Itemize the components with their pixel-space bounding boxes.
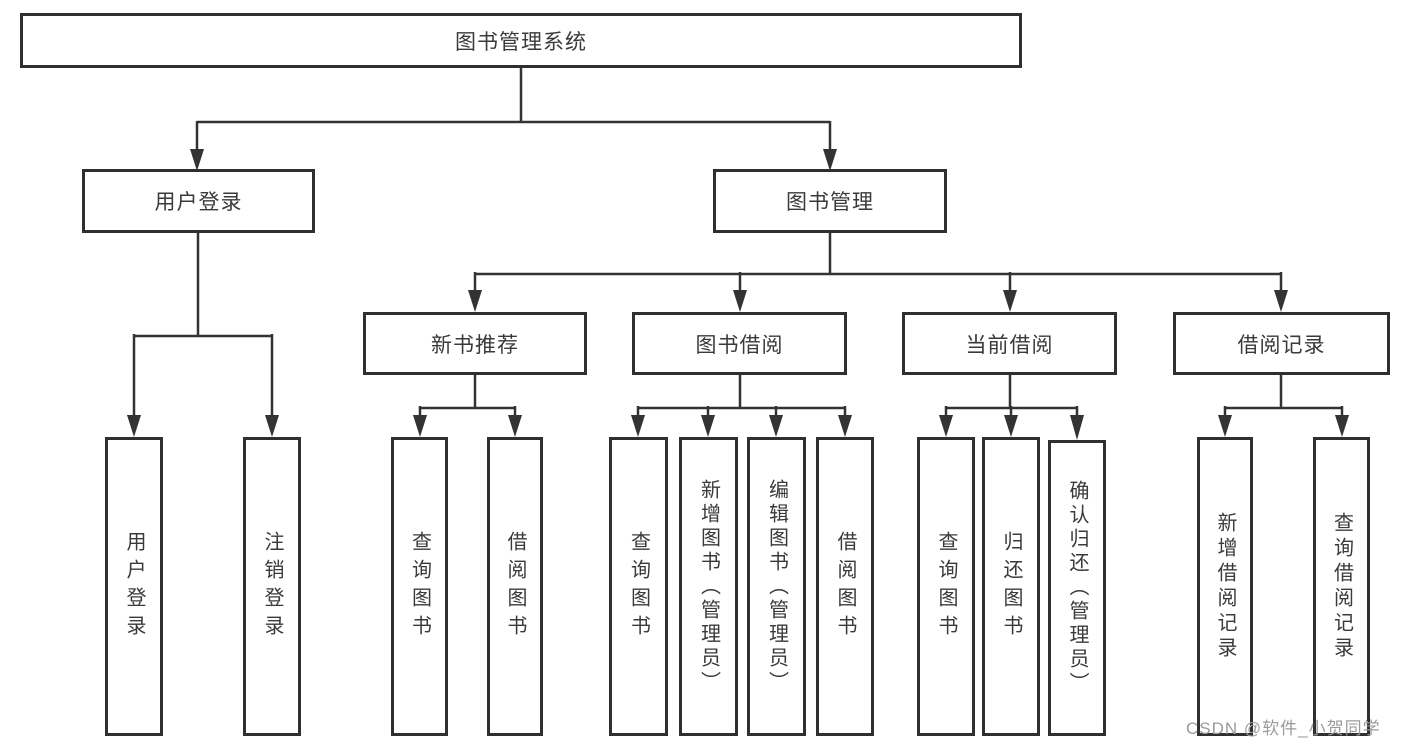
arrowhead-rec-add [1218, 415, 1232, 437]
arrowhead-bw-edit [769, 415, 783, 437]
node-leaf-cb-confirm-return: 确认归还（管理员） [1048, 440, 1106, 736]
arrowhead-current-borrow [1003, 290, 1017, 312]
node-book-borrow: 图书借阅 [632, 312, 847, 375]
arrowhead-cb-confirm [1070, 415, 1084, 440]
node-leaf-cb-query-books: 查询图书 [917, 437, 975, 736]
arrowhead-bw-add [701, 415, 715, 437]
node-leaf-bw-add-books: 新增图书（管理员） [679, 437, 738, 736]
node-leaf-bw-edit-books: 编辑图书（管理员） [747, 437, 806, 736]
node-root: 图书管理系统 [20, 13, 1022, 68]
arrowhead-logout-leaf [265, 415, 279, 437]
node-book-mgmt: 图书管理 [713, 169, 947, 233]
arrowhead-book-mgmt [823, 149, 837, 171]
node-new-books: 新书推荐 [363, 312, 587, 375]
node-leaf-bw-borrow-books: 借阅图书 [816, 437, 874, 736]
arrowhead-bw-borrow [838, 415, 852, 437]
arrowhead-book-borrow [733, 290, 747, 312]
arrowhead-borrow-records [1274, 290, 1288, 312]
watermark: CSDN @软件_小贺同学 [1186, 719, 1381, 738]
node-leaf-logout: 注销登录 [243, 437, 301, 736]
arrowhead-new-books [468, 290, 482, 312]
node-leaf-rec-query-record: 查询借阅记录 [1313, 437, 1370, 736]
arrowhead-nb-query [413, 415, 427, 437]
arrowhead-cb-query [939, 415, 953, 437]
node-leaf-nb-borrow-books: 借阅图书 [487, 437, 543, 736]
node-leaf-user-login: 用户登录 [105, 437, 163, 736]
node-borrow-records: 借阅记录 [1173, 312, 1390, 375]
arrowhead-rec-query [1335, 415, 1349, 437]
arrowhead-nb-borrow [508, 415, 522, 437]
node-current-borrow: 当前借阅 [902, 312, 1117, 375]
arrowheads [127, 149, 1349, 440]
node-leaf-cb-return-books: 归还图书 [982, 437, 1040, 736]
arrowhead-bw-query [631, 415, 645, 437]
node-leaf-nb-query-books: 查询图书 [391, 437, 448, 736]
node-leaf-bw-query-books: 查询图书 [609, 437, 668, 736]
node-user-login: 用户登录 [82, 169, 315, 233]
arrowhead-cb-return [1004, 415, 1018, 437]
node-leaf-rec-add-record: 新增借阅记录 [1197, 437, 1253, 736]
arrowhead-user-login [190, 149, 204, 171]
arrowhead-userlogin-leaf [127, 415, 141, 437]
